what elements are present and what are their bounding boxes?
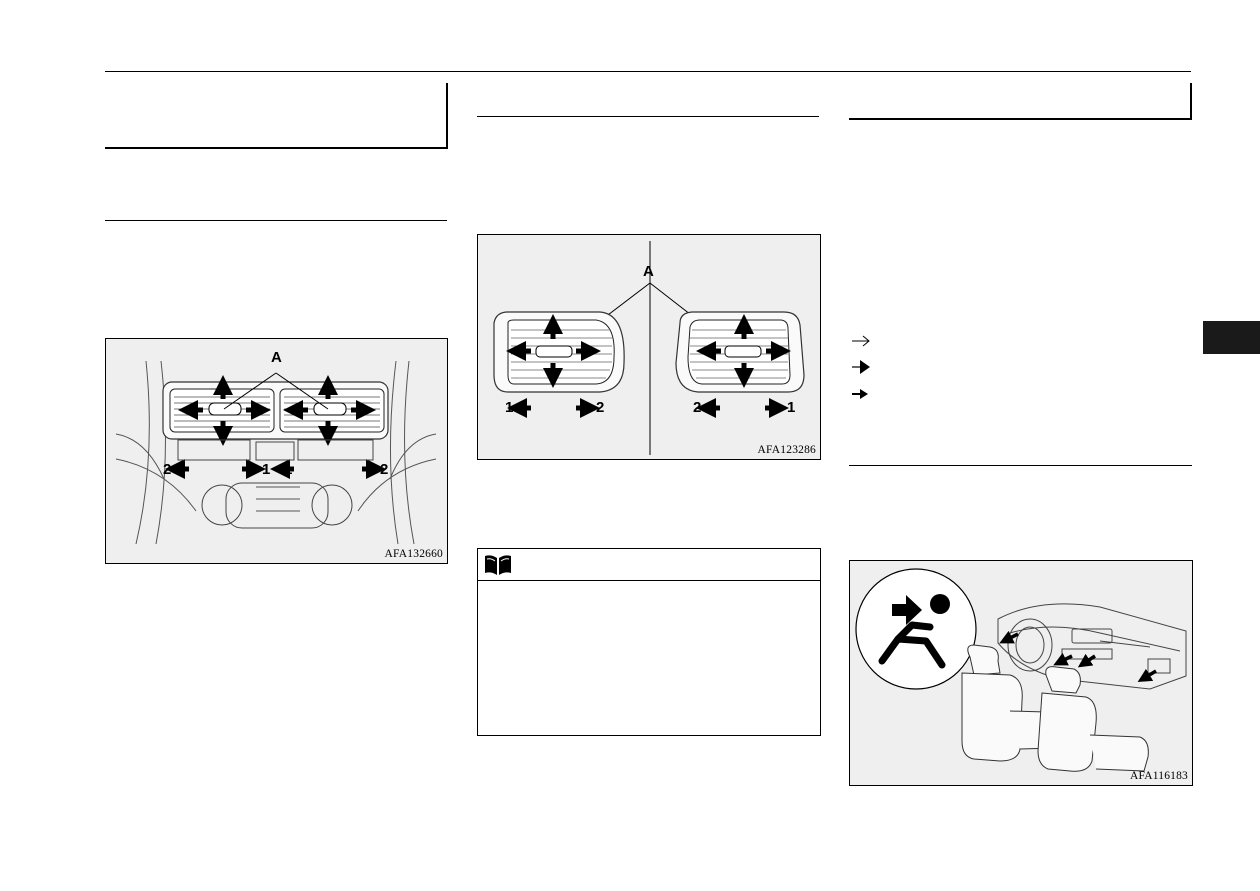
section-thumb-tab <box>1203 321 1260 354</box>
face-mode-symbol <box>855 568 977 690</box>
col1-title-rule <box>105 147 448 149</box>
center-vent-label-a: A <box>271 349 282 366</box>
side-vent-num-2-left: 2 <box>596 399 605 416</box>
col2-section-rule <box>477 116 819 117</box>
legend-row-thin-arrow <box>850 334 872 348</box>
center-vents-figure: A 2 1 1 2 AFA132660 <box>105 338 448 564</box>
dark-arrow-icon <box>852 360 870 374</box>
face-mode-illustration <box>855 568 1187 772</box>
side-vent-num-1-left: 1 <box>505 399 514 416</box>
side-vent-num-1-right: 1 <box>787 399 796 416</box>
legend-row-dark-arrow <box>850 360 872 374</box>
center-vent-num-1-right: 1 <box>284 461 293 478</box>
thin-arrow-icon <box>852 335 870 347</box>
center-vent-num-2-left: 2 <box>163 461 172 478</box>
figure-id-face-mode: AFA116183 <box>1129 770 1188 782</box>
center-vents-illustration <box>115 360 437 545</box>
legend-row-small-dark-arrow <box>850 387 872 401</box>
center-vent-num-2-right: 2 <box>380 461 389 478</box>
side-vent-num-2-right: 2 <box>693 399 702 416</box>
small-dark-arrow-icon <box>852 389 868 399</box>
note-box <box>477 548 821 736</box>
header-rule <box>105 71 1191 72</box>
center-vent-num-1-left: 1 <box>262 461 271 478</box>
side-vents-illustration <box>493 241 805 455</box>
figure-id-center-vents: AFA132660 <box>384 548 443 560</box>
side-vents-figure: A 1 2 2 1 AFA123286 <box>477 234 821 460</box>
col1-section-rule <box>105 220 447 221</box>
col1-title-box-edge <box>446 83 448 149</box>
col3-section-rule <box>849 465 1192 466</box>
col3-title-box-edge <box>1190 83 1192 120</box>
open-book-icon <box>485 555 511 575</box>
face-mode-figure: AFA116183 <box>849 560 1193 786</box>
side-vent-label-a: A <box>643 263 654 280</box>
col3-title-rule <box>849 118 1192 120</box>
note-header <box>478 549 820 581</box>
figure-id-side-vents: AFA123286 <box>757 444 816 456</box>
